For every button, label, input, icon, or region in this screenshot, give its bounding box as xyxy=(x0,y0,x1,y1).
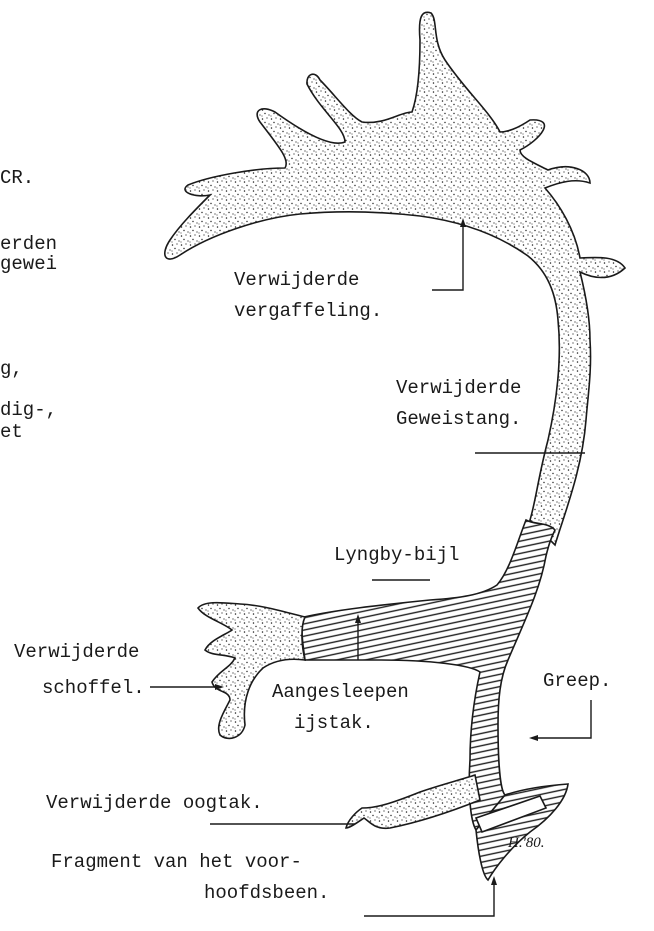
label-schoffel-2: schoffel. xyxy=(42,677,145,699)
artist-signature: H.'80. xyxy=(507,835,545,851)
label-voorhoofd-2: hoofdsbeen. xyxy=(204,882,329,904)
left-text-fragments: CR. erden gewei g, dig-, et xyxy=(0,167,57,443)
label-vergaffeling-1: Verwijderde xyxy=(234,269,359,291)
schoffel-shape xyxy=(198,603,305,739)
fragment-line-4: g, xyxy=(0,358,23,380)
label-schoffel-1: Verwijderde xyxy=(14,641,139,663)
label-geweistang-1: Verwijderde xyxy=(396,377,521,399)
oogtak-shape xyxy=(346,775,480,828)
label-ijstak-2: ijstak. xyxy=(294,712,374,734)
fragment-line-3: gewei xyxy=(0,253,57,275)
pointer-greep xyxy=(535,700,591,738)
fragment-line-6: et xyxy=(0,421,23,443)
pointer-vergaffeling xyxy=(432,224,463,290)
fragment-line-2: erden xyxy=(0,233,57,255)
label-oogtak: Verwijderde oogtak. xyxy=(46,792,263,814)
label-lyngby: Lyngby-bijl xyxy=(334,544,459,566)
lyngby-axe-body xyxy=(302,520,555,830)
pointer-voorhoofd xyxy=(364,882,494,916)
label-vergaffeling-2: vergaffeling. xyxy=(234,300,382,322)
label-voorhoofd-1: Fragment van het voor- xyxy=(51,851,302,873)
fragment-line-1: CR. xyxy=(0,167,34,189)
label-geweistang-2: Geweistang. xyxy=(396,408,521,430)
fragment-line-5: dig-, xyxy=(0,399,57,421)
label-ijstak-1: Aangesleepen xyxy=(272,681,409,703)
label-greep: Greep. xyxy=(543,670,611,692)
